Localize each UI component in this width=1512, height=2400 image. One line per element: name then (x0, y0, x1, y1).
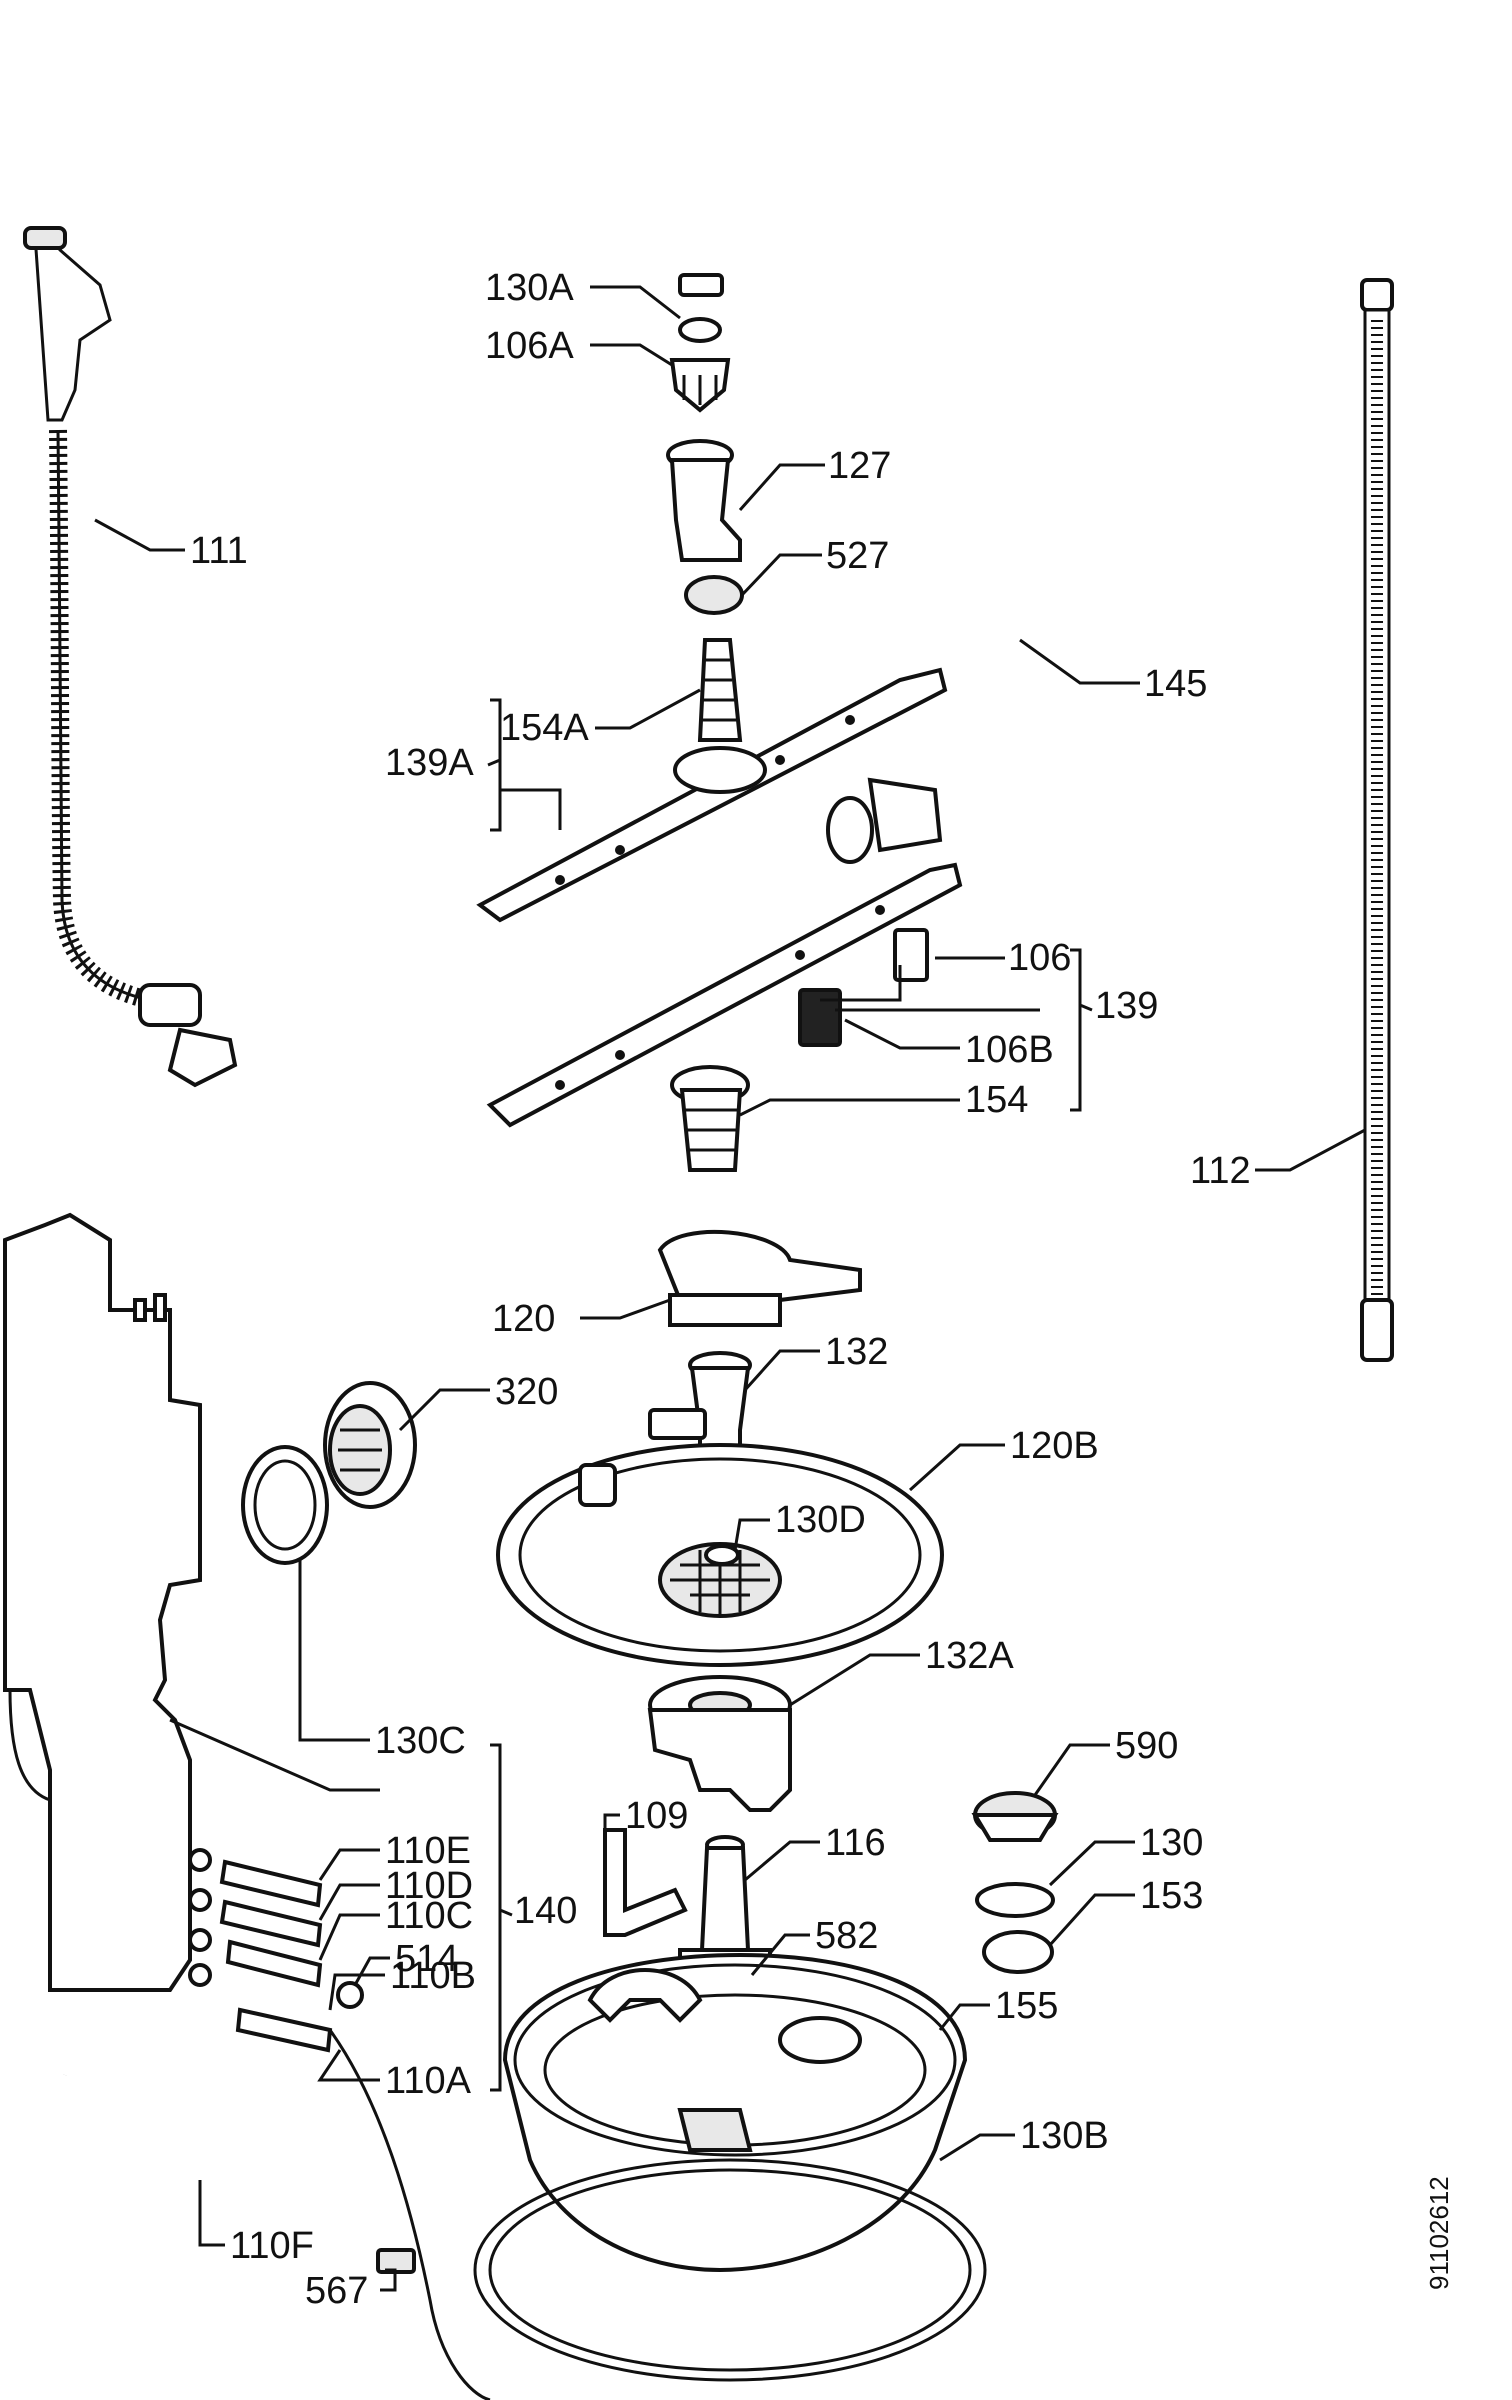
label-127: 127 (828, 445, 891, 487)
part-110B-hose (235, 2007, 333, 2053)
part-111-inlet-hose (23, 226, 238, 1088)
label-111: 111 (190, 530, 248, 572)
part-139-lower-spray-arm (486, 862, 963, 1128)
label-567: 567 (305, 2270, 368, 2312)
label-106B: 106B (965, 1029, 1054, 1071)
part-110E-hose (219, 1859, 323, 1908)
part-132A-housing (647, 1675, 792, 1812)
label-106: 106 (1008, 937, 1071, 979)
part-139A-upper-spray-arm (476, 638, 948, 923)
label-590: 590 (1115, 1725, 1178, 1767)
label-130A: 130A (485, 267, 574, 309)
part-120B-filter-plate (496, 1443, 944, 1667)
label-527: 527 (826, 535, 889, 577)
label-110F: 110F (230, 2225, 314, 2267)
label-110D: 110D (385, 1865, 473, 1907)
label-106A: 106A (485, 325, 574, 367)
label-110C: 110C (385, 1895, 473, 1937)
part-130C-seal (241, 1445, 329, 1565)
label-132: 132 (825, 1331, 888, 1373)
part-106B-clip (798, 988, 842, 1047)
part-154-hub (670, 1065, 750, 1172)
label-153: 153 (1140, 1875, 1203, 1917)
part-110A-hose (328, 2029, 491, 2400)
label-145: 145 (1144, 663, 1207, 705)
label-155: 155 (995, 1985, 1058, 2027)
label-132A: 132A (925, 1635, 1014, 1677)
part-130B-seal (473, 2158, 987, 2382)
part-320-cover (323, 1381, 417, 1509)
label-109: 109 (625, 1795, 688, 1837)
part-527-nut (684, 575, 744, 615)
label-130D: 130D (775, 1499, 866, 1541)
label-110E: 110E (385, 1830, 471, 1872)
part-120-bearing (657, 1229, 862, 1327)
part-130-ring (975, 1882, 1055, 1918)
leader-lines (94, 285, 1366, 2292)
part-130A-ring (678, 317, 722, 343)
part-130D-ring (704, 1544, 740, 1566)
part-110C-hose (225, 1939, 323, 1988)
part-514-plug (336, 1981, 364, 2009)
label-130C: 130C (375, 1720, 466, 1762)
label-112: 112 (1190, 1150, 1251, 1192)
part-140-side-panel (3, 1212, 212, 1992)
part-106A-nut (669, 358, 731, 413)
label-130B: 130B (1020, 2115, 1109, 2157)
part-590-cap (971, 1791, 1059, 1842)
label-110B: 110B (390, 1955, 476, 1997)
part-153-disc (982, 1930, 1054, 1974)
drawing-code: 91102612 (1424, 2176, 1454, 2290)
label-116: 116 (825, 1822, 886, 1864)
label-154: 154 (965, 1079, 1028, 1121)
label-139: 139 (1095, 985, 1158, 1027)
part-155-sump (502, 1952, 968, 2273)
part-145-upper-pipe (678, 61, 1027, 864)
part-109-bracket (603, 1828, 688, 1937)
label-320: 320 (495, 1371, 558, 1413)
part-110D-hose (219, 1899, 323, 1948)
label-130: 130 (1140, 1822, 1203, 1864)
label-140: 140 (514, 1890, 577, 1932)
part-127-connector (666, 439, 742, 562)
label-110A: 110A (385, 2060, 472, 2102)
label-154A: 154A (500, 707, 589, 749)
label-120B: 120B (1010, 1425, 1099, 1467)
label-120: 120 (492, 1298, 555, 1340)
label-139A: 139A (385, 742, 474, 784)
part-110F-hose (60, 2074, 315, 2180)
part-labels: 130A 106A 127 527 111 145 154A 139A 106 … (190, 267, 1251, 2312)
part-112-hose (1360, 278, 1394, 1362)
part-106-clip (893, 928, 929, 982)
label-582: 582 (815, 1915, 878, 1957)
label-514: 514 (395, 1938, 458, 1980)
